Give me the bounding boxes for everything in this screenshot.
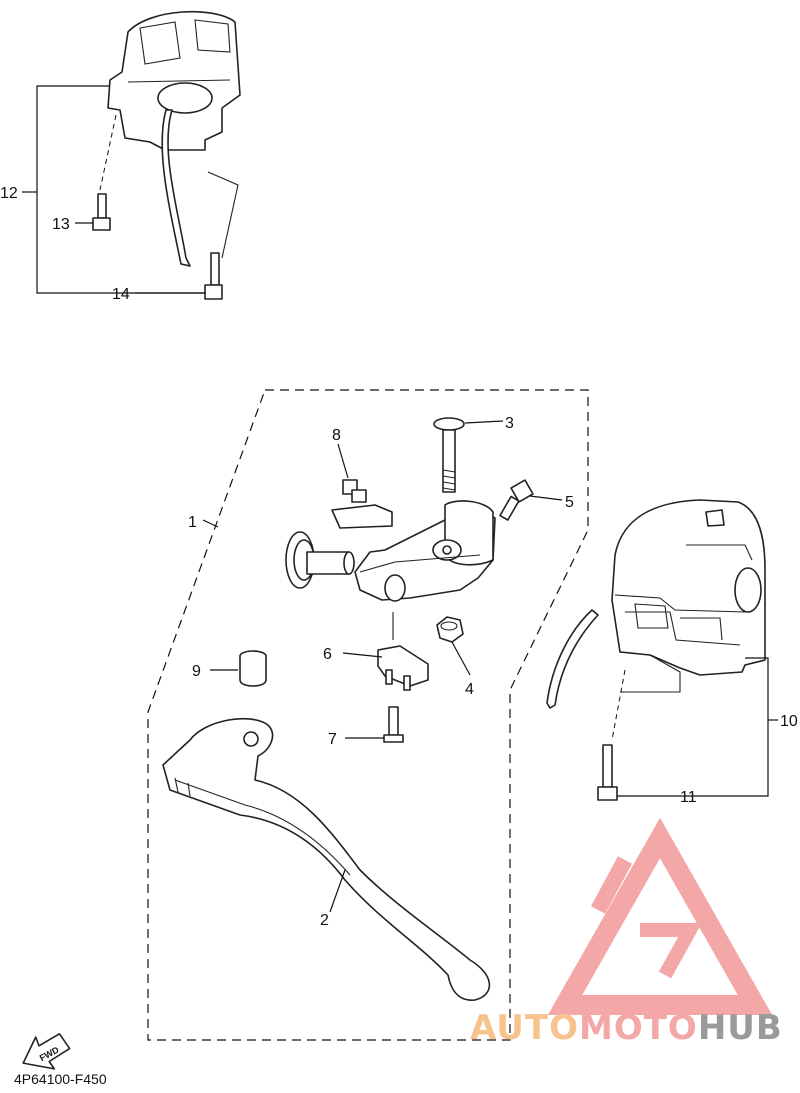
screw-7 xyxy=(383,706,404,743)
callout-1: 1 xyxy=(188,514,197,531)
callout-12: 12 xyxy=(0,185,18,202)
clutch-lever-2 xyxy=(162,717,491,1001)
watermark-text: AUTOMOTOHUB xyxy=(470,1008,783,1048)
callout-3: 3 xyxy=(505,415,514,432)
callout-6: 6 xyxy=(323,646,332,663)
callout-5: 5 xyxy=(565,494,574,511)
screw-14 xyxy=(204,252,223,300)
callout-13: 13 xyxy=(52,216,70,233)
callout-7: 7 xyxy=(328,731,337,748)
fwd-direction-arrow: FWD xyxy=(22,1032,71,1070)
adjuster-knob xyxy=(285,531,355,589)
callout-8: 8 xyxy=(332,427,341,444)
watermark-part-hub: HUB xyxy=(697,1008,783,1048)
callout-10: 10 xyxy=(780,713,798,730)
callout-11: 11 xyxy=(680,789,697,806)
watermark-part-moto: MOTO xyxy=(578,1008,698,1048)
screw-8 xyxy=(342,479,367,503)
screw-11 xyxy=(597,744,618,801)
bracket-12 xyxy=(36,85,205,294)
screw-13 xyxy=(92,193,111,231)
assembly-boundary xyxy=(147,389,589,1041)
callout-4: 4 xyxy=(465,681,474,698)
callout-9: 9 xyxy=(192,663,201,680)
watermark-logo xyxy=(547,817,773,1015)
watermark-part-auto: AUTO xyxy=(470,1008,579,1048)
right-handlebar-switch-assembly xyxy=(546,499,766,741)
collar-9 xyxy=(239,650,267,687)
diagram-code: 4P64100-F450 xyxy=(14,1071,107,1087)
clutch-switch-6 xyxy=(377,612,429,691)
callout-14: 14 xyxy=(112,286,130,303)
nut-4 xyxy=(436,616,464,643)
callout-2: 2 xyxy=(320,912,329,929)
screw-5 xyxy=(499,479,534,521)
left-handlebar-switch-assembly xyxy=(99,10,241,267)
bolt-3 xyxy=(433,417,465,493)
lever-holder-bracket xyxy=(331,500,496,602)
